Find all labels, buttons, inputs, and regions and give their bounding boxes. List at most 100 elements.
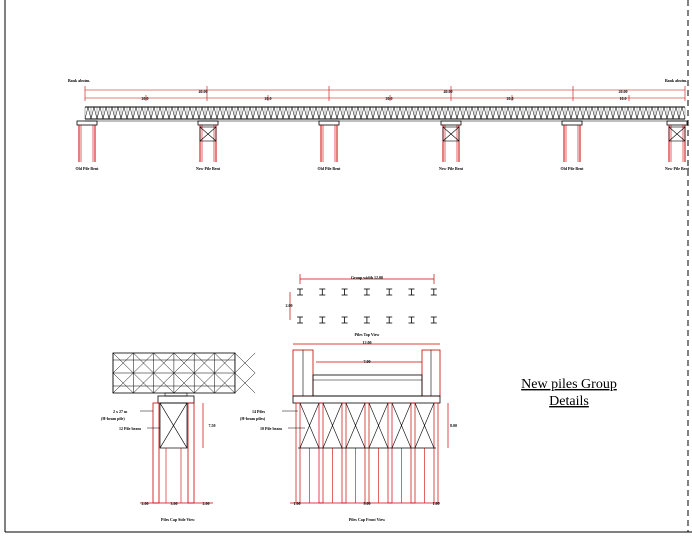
front-note-2: (H-beam piles) (240, 416, 266, 421)
top-view-width-label: Group width 12.00 (351, 275, 383, 280)
side-truss-diag (214, 352, 235, 374)
span-total-2: 40.00 (444, 89, 453, 94)
truss-web (84, 106, 686, 120)
front-brace-diag (414, 402, 435, 449)
side-note-1: 2 x 27 m (113, 409, 128, 414)
front-pile (433, 402, 439, 504)
front-pile (410, 402, 416, 504)
pier-bracing-frame (668, 126, 686, 142)
sub-dim-3: 20.0 (386, 96, 393, 101)
front-bottom-dim-2: 9.00 (364, 501, 371, 506)
side-truss-diag (234, 352, 256, 374)
pier-cap (197, 120, 219, 126)
front-bracing (299, 402, 435, 503)
pier-brace-diag (442, 126, 460, 142)
piers (76, 120, 688, 162)
left-end-label: Bank abutm. (68, 78, 90, 83)
side-bottom-dim-1: 2.00 (142, 501, 149, 506)
pier-brace-diag (668, 126, 686, 142)
pier-cap (666, 120, 688, 126)
side-note-2: (H-beam pile) (101, 416, 125, 421)
sub-dim-4: 20.0 (507, 96, 514, 101)
front-top-dim-label: 12.00 (363, 340, 372, 345)
span-total-1: 40.00 (199, 89, 208, 94)
front-pile (318, 402, 324, 504)
side-truss-diag (153, 372, 175, 394)
front-height-label: 8.00 (450, 423, 457, 428)
elev-dim-ticks (84, 86, 686, 101)
pier-cap (440, 120, 462, 126)
top-view-spacing-label: 2.00 (286, 303, 293, 308)
front-pile (364, 402, 370, 504)
side-truss-diag (112, 352, 134, 374)
front-piles (295, 402, 439, 504)
front-deck-beam (312, 374, 423, 397)
side-truss-diag (133, 372, 154, 394)
side-note-3: 12 Pile beam (119, 426, 141, 431)
side-pile-cap (157, 395, 195, 404)
pier-label-2: New Pile Bent (196, 166, 221, 171)
pier-bracing-frame (442, 126, 460, 142)
front-pile (295, 402, 301, 504)
side-truss-diag (194, 352, 215, 374)
pier-cap (318, 120, 340, 126)
pier-bracing-frame (199, 126, 217, 142)
pier-cap (561, 120, 583, 126)
side-height-label: 7.50 (209, 423, 216, 428)
right-end-label: Bank abutm. (665, 78, 687, 83)
pier-label-5: Old Pile Bent (561, 166, 585, 171)
side-bottom-dim-2: 3.00 (171, 501, 178, 506)
sub-dim-1: 20.0 (142, 96, 149, 101)
side-truss-diag (214, 372, 235, 394)
front-note-3: 10 Pile beam (260, 426, 282, 431)
sub-dim-5: 10.0 (620, 96, 627, 101)
top-view-pile-grid (297, 288, 437, 324)
side-view-caption: Piles Cap Side View (161, 517, 195, 522)
front-brace-diag (345, 402, 366, 449)
side-bearing (164, 392, 188, 397)
detail-title-line2: Details (549, 394, 589, 409)
front-pile (387, 402, 393, 504)
side-pile-right (187, 402, 195, 504)
front-note-1: 14 Piles (252, 409, 265, 414)
front-bottom-dim-3: 1.00 (433, 501, 440, 506)
pier-label-6: New Pile Bent (665, 166, 690, 171)
side-truss-diag (112, 372, 134, 394)
front-bottom-dim-1: 1.00 (294, 501, 301, 506)
front-pile-cap (292, 395, 441, 404)
front-view-caption: Piles Cap Front View (349, 517, 385, 522)
bridge-elevation: Bank abutm. Bank abutm. 40.00 40.00 20.0… (68, 78, 690, 171)
front-brace-diag (299, 402, 320, 449)
piles-cap-side-view: 7.50 2 x 27 m (H-beam pile) 12 Pile beam… (101, 352, 256, 522)
pier-brace-diag (199, 126, 217, 142)
side-bracing-frame (159, 402, 188, 449)
side-truss-bracing (112, 352, 256, 394)
piles-top-view: Group width 12.00 2.00 Piles Top View (286, 274, 437, 337)
pier-cap (76, 120, 98, 126)
side-truss-diag (173, 352, 195, 374)
top-view-caption: Piles Top View (355, 332, 380, 337)
piles-cap-front-view: 12.00 7.00 8.00 14 Piles (H-beam piles) … (240, 340, 457, 522)
pier-label-3: Old Pile Bent (318, 166, 342, 171)
side-truss-diag (133, 352, 154, 374)
front-brace-diag (391, 402, 412, 449)
side-truss-diag (234, 372, 256, 394)
truss-web-zigzag (84, 106, 686, 120)
pier-label-1: Old Pile Bent (76, 166, 100, 171)
front-inner-dim-label: 7.00 (364, 359, 371, 364)
sub-dim-2: 20.0 (265, 96, 272, 101)
front-brace-diag (322, 402, 343, 449)
side-bottom-dim-3: 2.00 (203, 501, 210, 506)
side-brace-diagonal-2 (159, 402, 188, 449)
detail-title-line1: New piles Group (521, 377, 617, 392)
side-truss-diag (153, 352, 175, 374)
span-total-3: 20.00 (619, 89, 628, 94)
side-pile-left (152, 402, 160, 504)
pier-label-4: New Pile Bent (439, 166, 464, 171)
front-pile (341, 402, 347, 504)
side-truss-diag (173, 372, 195, 394)
side-truss-diag (194, 372, 215, 394)
front-brace-diag (368, 402, 389, 449)
